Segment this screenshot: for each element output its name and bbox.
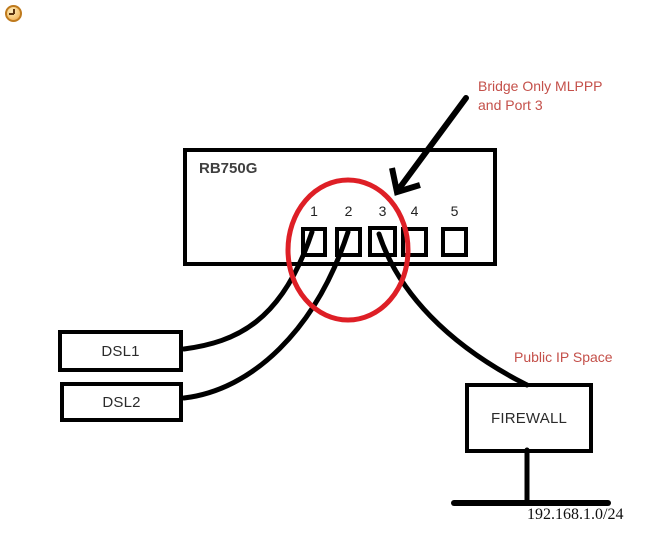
ethernet-port-1 — [301, 227, 327, 257]
router-label: RB750G — [199, 160, 258, 177]
firewall-box: FIREWALL — [465, 383, 593, 453]
ethernet-port-5 — [441, 227, 468, 257]
ethernet-port-4 — [401, 227, 428, 257]
dsl1-box: DSL1 — [58, 330, 183, 372]
public-ip-note: Public IP Space — [514, 349, 613, 365]
bridge-note-line1: Bridge Only MLPPP — [478, 78, 603, 94]
ethernet-port-3 — [368, 226, 397, 257]
ethernet-port-2 — [335, 227, 362, 257]
bridge-note-line2: and Port 3 — [478, 97, 543, 113]
clock-icon — [5, 5, 22, 22]
bridge-note: Bridge Only MLPPP and Port 3 — [478, 77, 603, 115]
dsl2-box: DSL2 — [60, 382, 183, 422]
dsl2-label: DSL2 — [102, 393, 141, 411]
subnet-label: 192.168.1.0/24 — [527, 506, 624, 523]
clock-hour-hand — [9, 13, 14, 15]
port-number-3: 3 — [378, 203, 387, 219]
port-number-1: 1 — [310, 203, 318, 219]
port-number-4: 4 — [410, 203, 419, 219]
port-number-5: 5 — [450, 203, 459, 219]
dsl1-label: DSL1 — [101, 342, 140, 360]
port-number-2: 2 — [344, 203, 353, 219]
firewall-label: FIREWALL — [490, 409, 568, 427]
clock-minute-hand — [13, 9, 15, 14]
